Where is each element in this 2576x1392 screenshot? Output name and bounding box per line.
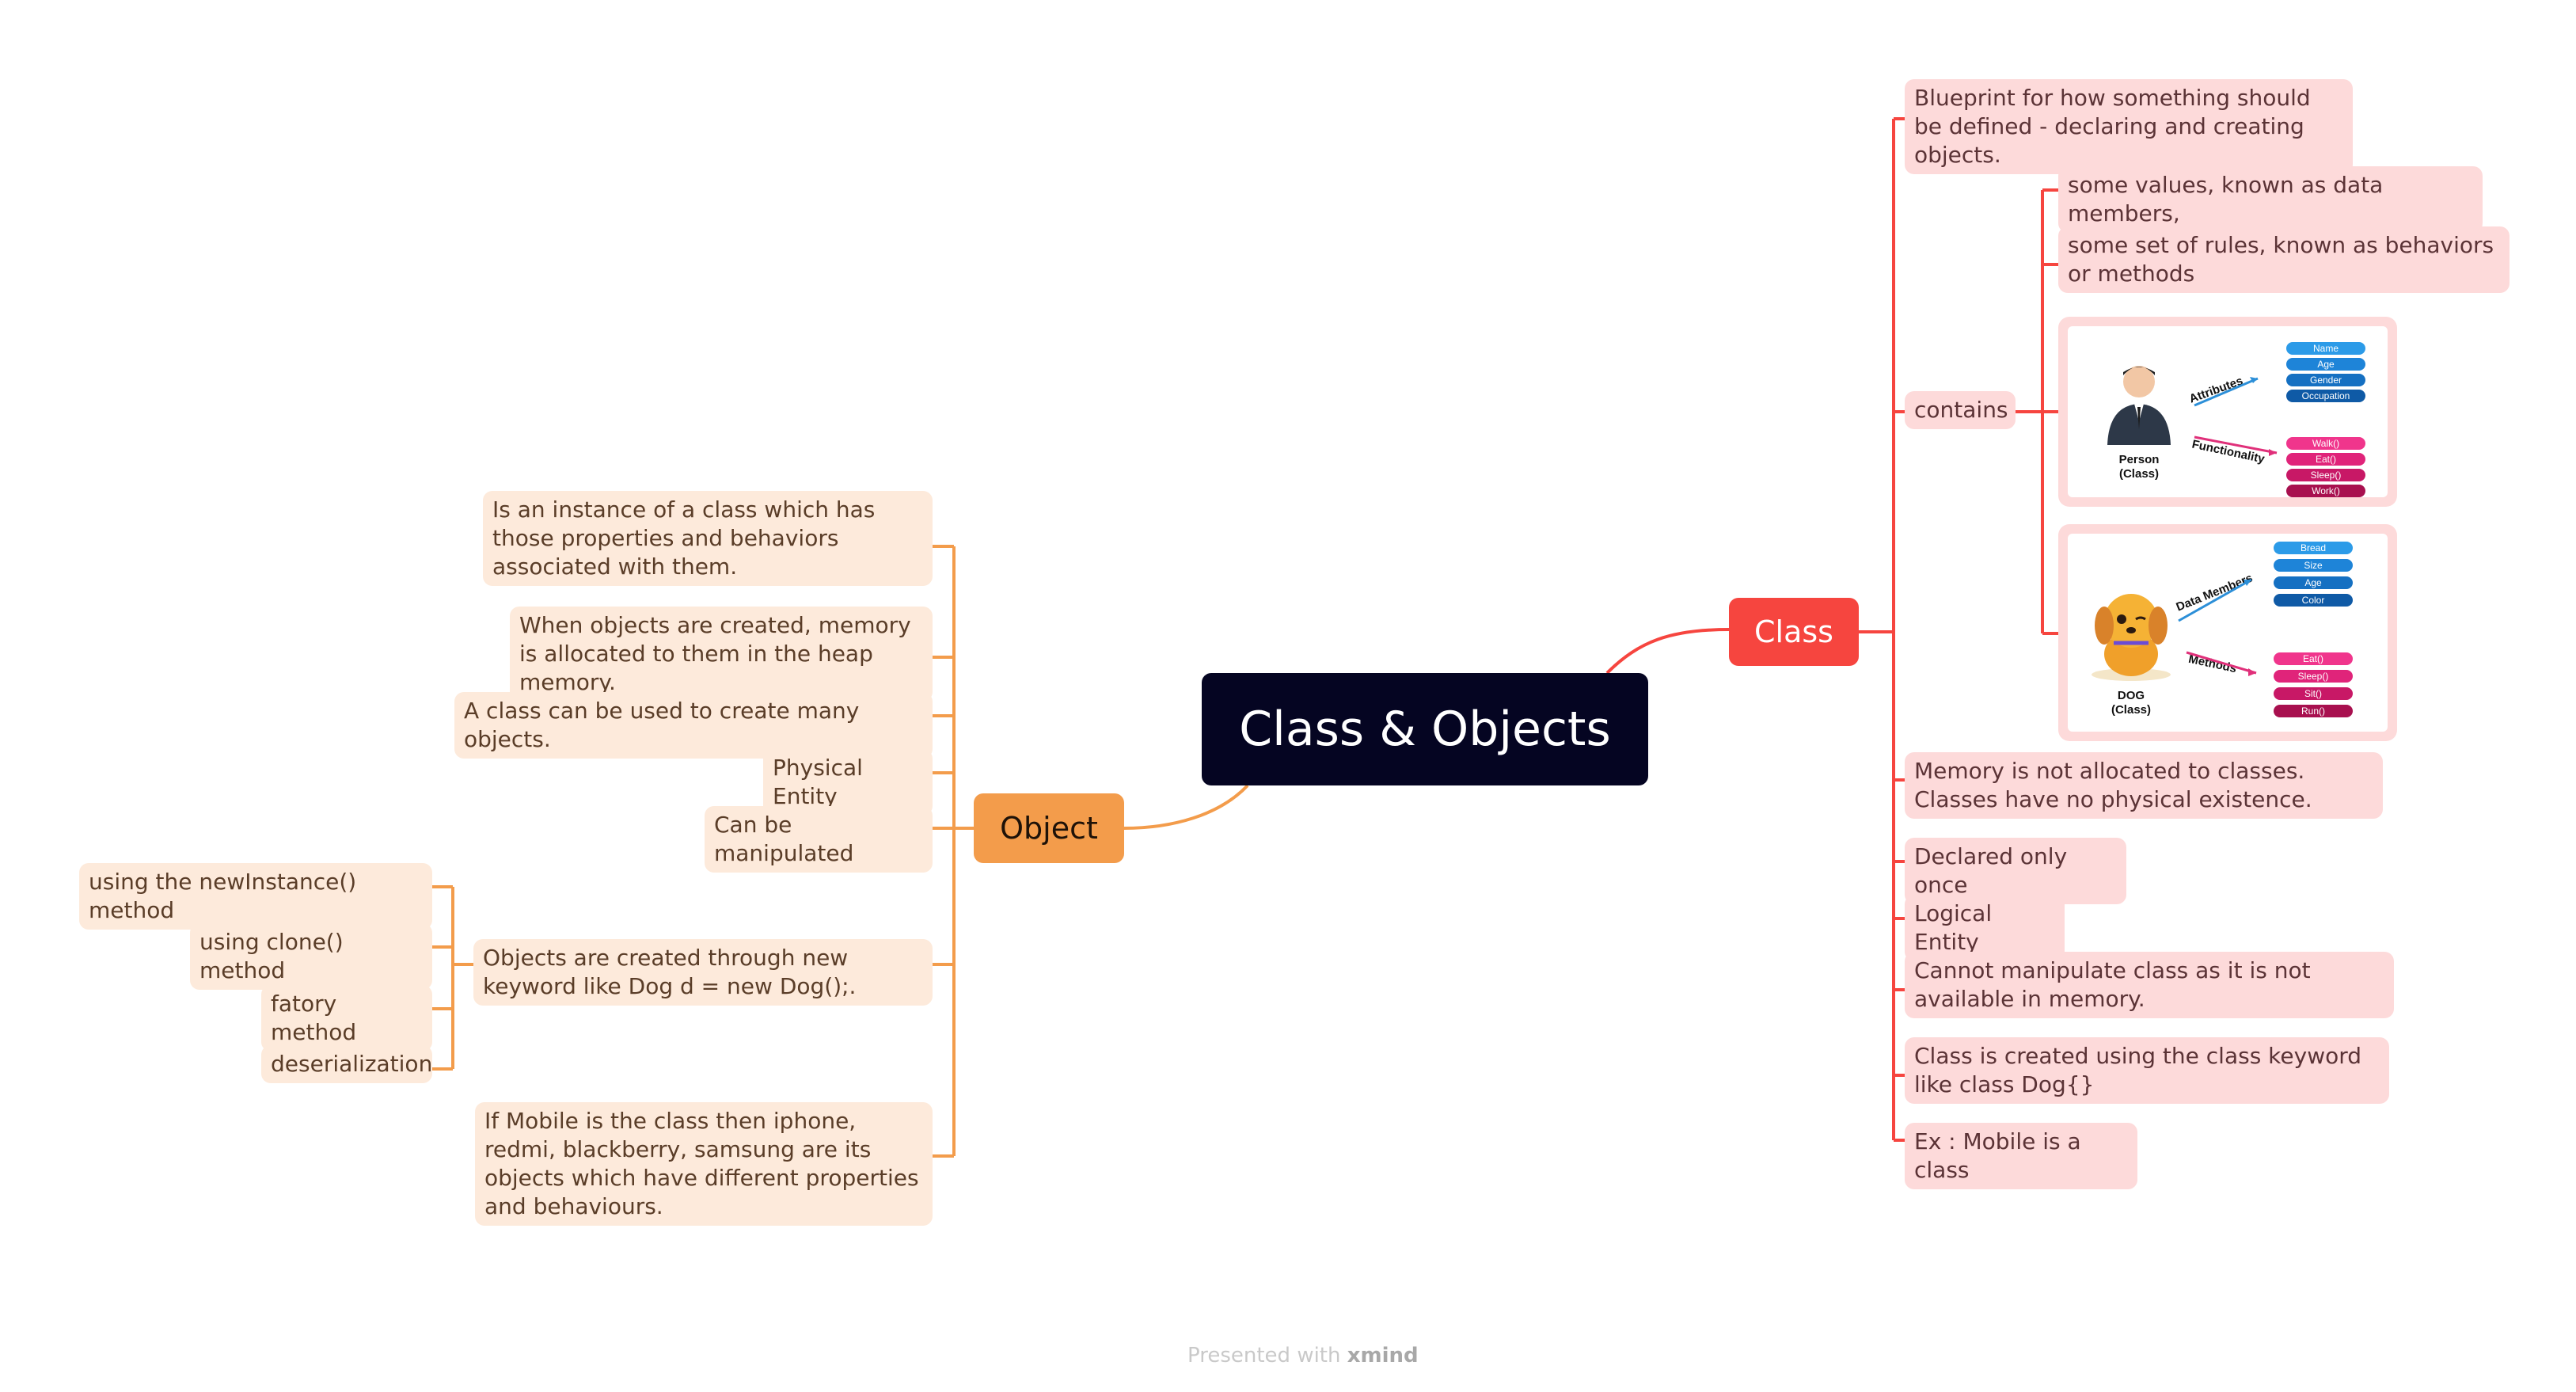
- dog-method-pill: Eat(): [2274, 652, 2353, 665]
- dog-member-pill: Bread: [2274, 542, 2353, 554]
- object-way-node[interactable]: deserialization: [261, 1045, 432, 1083]
- dog-arrows: [2178, 578, 2257, 676]
- object-manipulated-node[interactable]: Can be manipulated: [705, 806, 933, 873]
- class-cannot-node[interactable]: Cannot manipulate class as it is not ava…: [1905, 952, 2394, 1018]
- attr-pill: Name: [2286, 342, 2365, 355]
- data-members-node[interactable]: some values, known as data members,: [2058, 166, 2483, 233]
- func-pill: Work(): [2286, 485, 2365, 497]
- dog-member-pill: Color: [2274, 594, 2353, 607]
- object-memory-node[interactable]: When objects are created, memory is allo…: [510, 607, 933, 702]
- func-pill: Eat(): [2286, 453, 2365, 466]
- object-way-node[interactable]: using clone() method: [190, 923, 432, 990]
- dog-class-image: DOG (Class) Data Members Methods Bread S…: [2058, 524, 2397, 741]
- class-declared-node[interactable]: Declared only once: [1905, 838, 2126, 904]
- footer-text: Presented with: [1187, 1344, 1341, 1367]
- object-physical-node[interactable]: Physical Entity: [763, 749, 933, 816]
- person-class-image: Person (Class) Attributes Functionality …: [2058, 317, 2397, 507]
- func-pill: Walk(): [2286, 437, 2365, 450]
- person-arrows: [2194, 377, 2278, 456]
- attr-pill: Occupation: [2286, 390, 2365, 402]
- class-example-node[interactable]: Ex : Mobile is a class: [1905, 1123, 2137, 1189]
- class-keyword-node[interactable]: Class is created using the class keyword…: [1905, 1037, 2389, 1104]
- class-contains-node[interactable]: contains: [1905, 391, 2016, 429]
- dog-caption: DOG (Class): [2111, 689, 2152, 717]
- class-blueprint-node[interactable]: Blueprint for how something should be de…: [1905, 79, 2353, 174]
- attr-pill: Gender: [2286, 374, 2365, 386]
- footer: Presented with xmind: [1187, 1344, 1419, 1367]
- class-memory-node[interactable]: Memory is not allocated to classes. Clas…: [1905, 752, 2383, 819]
- dog-icon: [2092, 594, 2171, 681]
- object-way-node[interactable]: fatory method: [261, 985, 432, 1052]
- person-caption: Person (Class): [2118, 453, 2160, 481]
- xmind-logo: xmind: [1347, 1344, 1419, 1367]
- dog-member-pill: Age: [2274, 576, 2353, 589]
- object-many-node[interactable]: A class can be used to create many objec…: [454, 692, 933, 759]
- object-instance-node[interactable]: Is an instance of a class which has thos…: [483, 491, 933, 586]
- object-mobile-node[interactable]: If Mobile is the class then iphone, redm…: [475, 1102, 933, 1226]
- person-icon: [2107, 366, 2171, 445]
- class-logical-node[interactable]: Logical Entity: [1905, 895, 2065, 961]
- dog-member-pill: Size: [2274, 559, 2353, 572]
- behaviors-node[interactable]: some set of rules, known as behaviors or…: [2058, 226, 2510, 293]
- dog-method-pill: Sleep(): [2274, 670, 2353, 683]
- object-topic[interactable]: Object: [974, 793, 1124, 863]
- dog-method-pill: Run(): [2274, 705, 2353, 717]
- central-topic[interactable]: Class & Objects: [1202, 673, 1648, 785]
- func-pill: Sleep(): [2286, 469, 2365, 481]
- attr-pill: Age: [2286, 358, 2365, 371]
- object-created-node[interactable]: Objects are created through new keyword …: [473, 939, 933, 1006]
- dog-method-pill: Sit(): [2274, 687, 2353, 700]
- object-way-node[interactable]: using the newInstance() method: [79, 863, 432, 930]
- class-topic[interactable]: Class: [1729, 598, 1859, 666]
